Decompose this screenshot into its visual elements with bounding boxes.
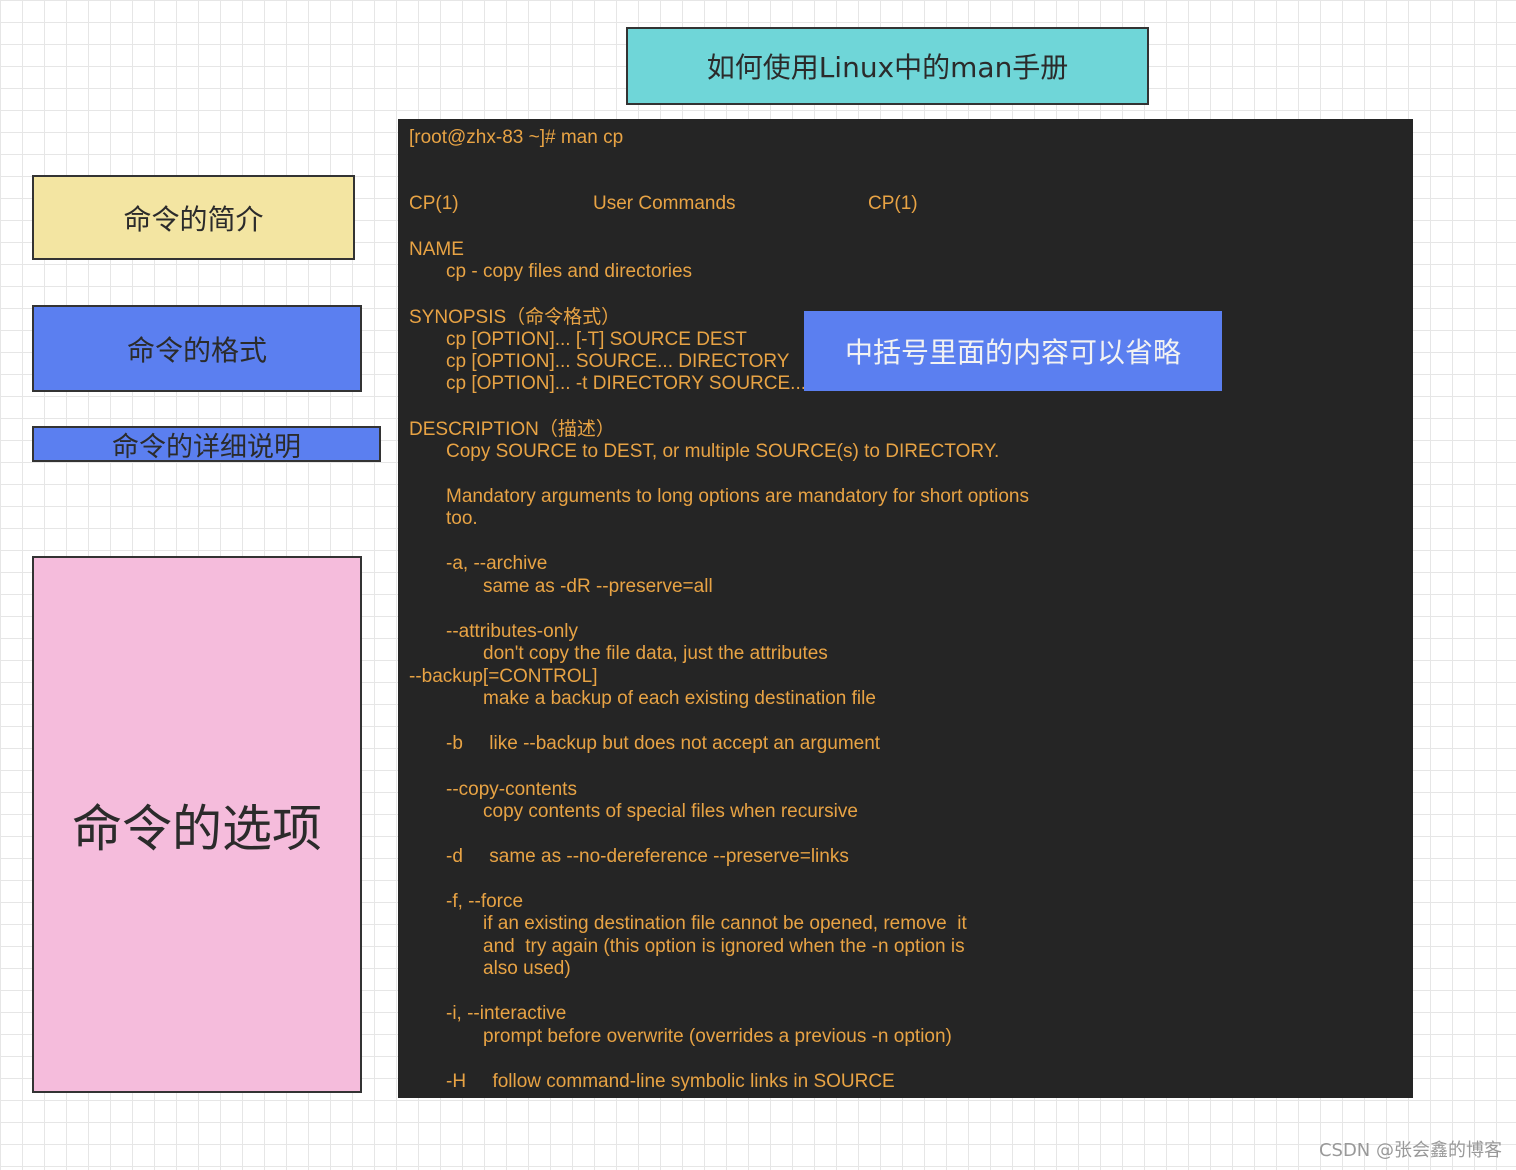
description-heading: DESCRIPTION（描述） [409,419,615,440]
option-description: copy contents of special files when recu… [483,801,858,822]
synopsis-heading: SYNOPSIS（命令格式） [409,307,621,328]
watermark: CSDN @张会鑫的博客 [1318,1140,1502,1161]
option-description: make a backup of each existing destinati… [483,688,876,709]
option-description: don't copy the file data, just the attri… [483,643,828,664]
option-H: -H follow command-line symbolic links in… [446,1071,895,1092]
terminal-prompt: [root@zhx-83 ~]# man cp [409,127,624,148]
description-line: too. [446,508,478,529]
bracket-callout: 中括号里面的内容可以省略 [804,311,1222,391]
option-d: -d same as --no-dereference --preserve=l… [446,846,849,867]
terminal-window: [root@zhx-83 ~]# man cp CP(1) User Comma… [398,119,1413,1098]
label-options: 命令的选项 [32,556,362,1093]
description-line: Copy SOURCE to DEST, or multiple SOURCE(… [446,441,1000,462]
option-description: prompt before overwrite (overrides a pre… [483,1026,952,1047]
man-header-left: CP(1) [409,193,459,214]
option-description: and try again (this option is ignored wh… [483,936,965,957]
option-description: same as -dR --preserve=all [483,576,713,597]
option-b: -b like --backup but does not accept an … [446,733,881,754]
label-intro: 命令的简介 [32,175,355,260]
name-line: cp - copy files and directories [446,261,693,282]
option-backup: --backup[=CONTROL] [409,666,598,687]
option-description: if an existing destination file cannot b… [483,913,967,934]
name-heading: NAME [409,239,464,260]
option-archive: -a, --archive [446,553,548,574]
option-description: also used) [483,958,571,979]
synopsis-line: cp [OPTION]... SOURCE... DIRECTORY [446,351,790,372]
label-detail: 命令的详细说明 [32,426,381,463]
diagram-title: 如何使用Linux中的man手册 [626,27,1149,105]
option-attributes-only: --attributes-only [446,621,578,642]
man-header-center: User Commands [593,193,736,214]
option-copy-contents: --copy-contents [446,779,577,800]
label-format: 命令的格式 [32,305,362,392]
option-force: -f, --force [446,891,524,912]
synopsis-line: cp [OPTION]... [-T] SOURCE DEST [446,329,747,350]
option-interactive: -i, --interactive [446,1003,567,1024]
description-line: Mandatory arguments to long options are … [446,486,1029,507]
man-header-right: CP(1) [868,193,918,214]
synopsis-line: cp [OPTION]... -t DIRECTORY SOURCE... [446,373,807,394]
